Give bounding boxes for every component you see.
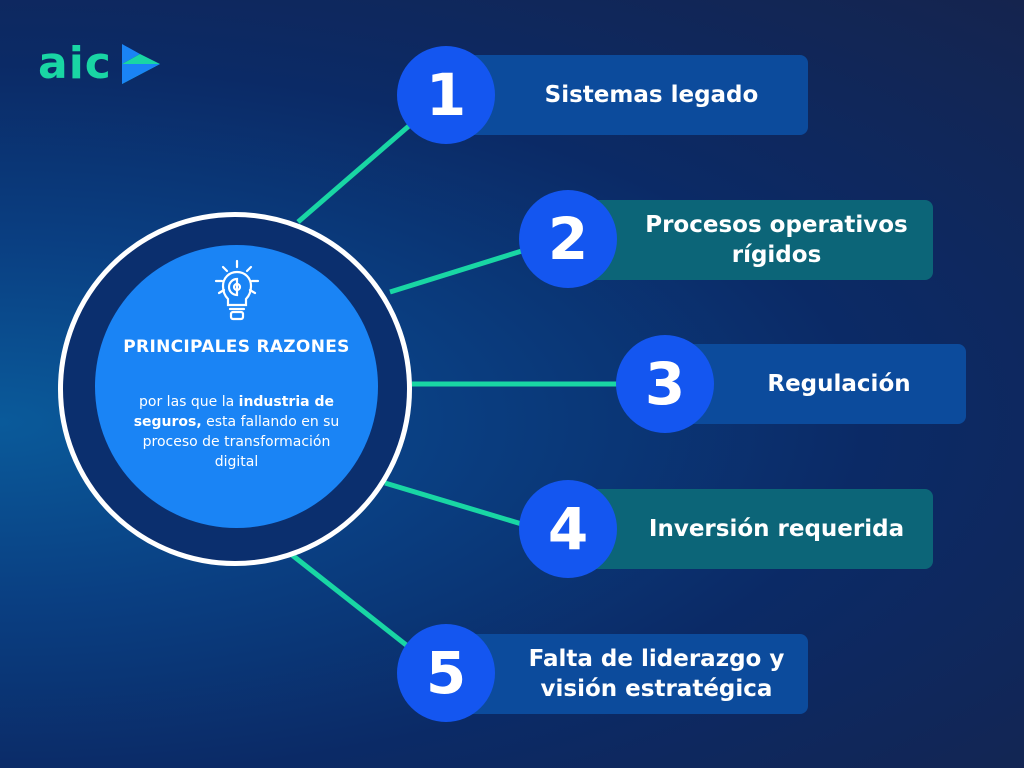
reason-number-1: 1: [397, 46, 495, 144]
connector-line-4: [384, 480, 526, 528]
connector-line-1: [296, 123, 412, 224]
reason-card-4: Inversión requerida: [580, 489, 933, 569]
reason-card-1: Sistemas legado: [455, 55, 808, 135]
reason-number-4: 4: [519, 480, 617, 578]
lightbulb-gear-icon: [214, 259, 260, 321]
reason-card-5: Falta de liderazgo y visión estratégica: [455, 634, 808, 714]
logo-text: aic: [38, 38, 112, 89]
reason-label-1: Sistemas legado: [544, 82, 759, 108]
reason-number-5: 5: [397, 624, 495, 722]
reason-card-3: Regulación: [672, 344, 966, 424]
reason-card-2: Procesos operativos rígidos: [580, 200, 933, 280]
reason-label-3: Regulación: [767, 371, 911, 397]
reason-label-5: Falta de liderazgo y visión estratégica: [528, 646, 785, 702]
aic-logo: aic: [38, 42, 162, 86]
hub-subtitle-emphasis: industria de seguros,: [133, 394, 334, 430]
connector-line-2: [389, 247, 526, 295]
hub-title: PRINCIPALES RAZONES: [123, 337, 350, 357]
reason-number-3: 3: [616, 335, 714, 433]
hub-subtitle: por las que la industria de seguros, est…: [133, 394, 340, 470]
connector-line-5: [290, 553, 412, 650]
reason-label-2: Procesos operativos rígidos: [645, 212, 908, 268]
reason-label-4: Inversión requerida: [648, 516, 905, 542]
hub-circle: PRINCIPALES RAZONES por las que la indus…: [95, 245, 378, 528]
reason-number-2: 2: [519, 190, 617, 288]
logo-play-icon: [121, 44, 160, 84]
